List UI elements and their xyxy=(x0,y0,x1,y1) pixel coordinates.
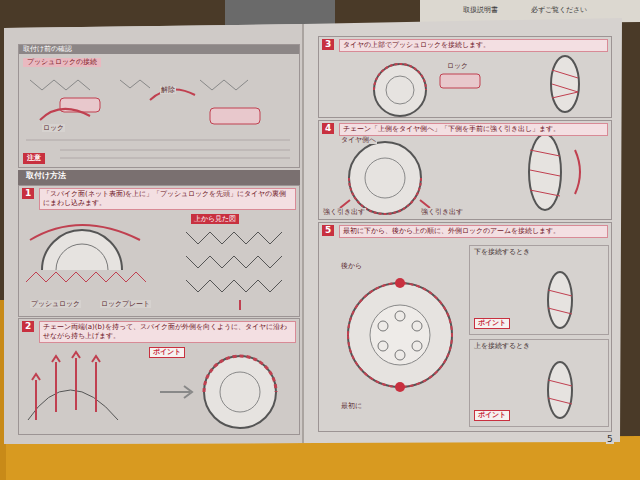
step-number: 2 xyxy=(22,321,34,332)
label: 強く引き出す xyxy=(322,208,366,216)
step-number: 5 xyxy=(322,225,334,236)
node-text: プッシュロックの接続 xyxy=(27,58,97,67)
point-tag: ポイント xyxy=(474,318,510,329)
label: プッシュロック xyxy=(30,300,81,308)
node-text: ポイント xyxy=(478,319,506,328)
step-panel: チェーン「上側をタイヤ側へ」「下側を手前に強く引き出し」ます。 4 xyxy=(318,120,612,220)
node-text: チェーン両端(a)(b)を持って、スパイク面が外側を向くように、タイヤに沿わせな… xyxy=(39,321,296,343)
label: ロック xyxy=(42,124,65,132)
step-number: 4 xyxy=(322,123,334,134)
step-number: 1 xyxy=(22,188,34,199)
node-text: 取付け前の確認 xyxy=(19,45,299,54)
label: 必ずご覧ください xyxy=(530,6,588,15)
node-text: 上から見た図 xyxy=(194,215,236,223)
point-tag: ポイント xyxy=(474,410,510,421)
node-text: 2 xyxy=(25,321,31,332)
label: 取扱説明書 xyxy=(462,6,499,15)
node-text: ポイント xyxy=(478,411,506,420)
node-text: タイヤの上部でプッシュロックを接続します。 xyxy=(339,39,608,52)
node-text: 5 xyxy=(325,225,331,236)
step-panel: タイヤの上部でプッシュロックを接続します。 3 xyxy=(318,36,612,118)
label: 最初に xyxy=(340,402,363,410)
label: タイヤ側へ xyxy=(340,136,377,144)
view-tag: 上から見た図 xyxy=(191,214,239,224)
point-tag: ポイント xyxy=(149,347,185,358)
sub-box: 下を接続するときポイント xyxy=(469,245,609,335)
top-panel: 取付け前の確認プッシュロックの接続注意 xyxy=(18,44,300,168)
section-band: 取付け方法 xyxy=(18,170,300,185)
node-text: 下を接続するとき xyxy=(474,248,604,257)
sub-box: 上を接続するときポイント xyxy=(469,339,609,427)
label: 後から xyxy=(340,262,363,270)
node-text: 1 xyxy=(25,188,31,199)
label: ロック xyxy=(446,62,469,70)
node-text: 3 xyxy=(325,39,331,50)
label: 5 xyxy=(606,434,614,444)
node-text: 取付け方法 xyxy=(18,170,300,182)
label: ロックプレート xyxy=(100,300,151,308)
sub-bar: プッシュロックの接続 xyxy=(23,58,101,67)
label: 強く引き出す xyxy=(420,208,464,216)
node-text: 「スパイク面(ネット表面)を上に」「プッシュロックを先頭」にタイヤの裏側にまわし… xyxy=(39,188,296,210)
node-text: 上を接続するとき xyxy=(474,342,604,351)
node-text: 最初に下から、後から上の順に、外側ロックのアームを接続します。 xyxy=(339,225,608,238)
step-panel: 「スパイク面(ネット表面)を上に」「プッシュロックを先頭」にタイヤの裏側にまわし… xyxy=(18,185,300,317)
node-text: 4 xyxy=(325,123,331,134)
step-panel: 最初に下から、後から上の順に、外側ロックのアームを接続します。 5 下を接続するとき… xyxy=(318,222,612,432)
label: 解除 xyxy=(160,86,176,94)
node-text: 注意 xyxy=(27,154,41,163)
node-text: チェーン「上側をタイヤ側へ」「下側を手前に強く引き出し」ます。 xyxy=(339,123,608,136)
node-text: ポイント xyxy=(153,348,181,357)
step-number: 3 xyxy=(322,39,334,50)
step-panel: チェーン両端(a)(b)を持って、スパイク面が外側を向くように、タイヤに沿わせな… xyxy=(18,318,300,435)
caution-tag: 注意 xyxy=(23,153,45,164)
